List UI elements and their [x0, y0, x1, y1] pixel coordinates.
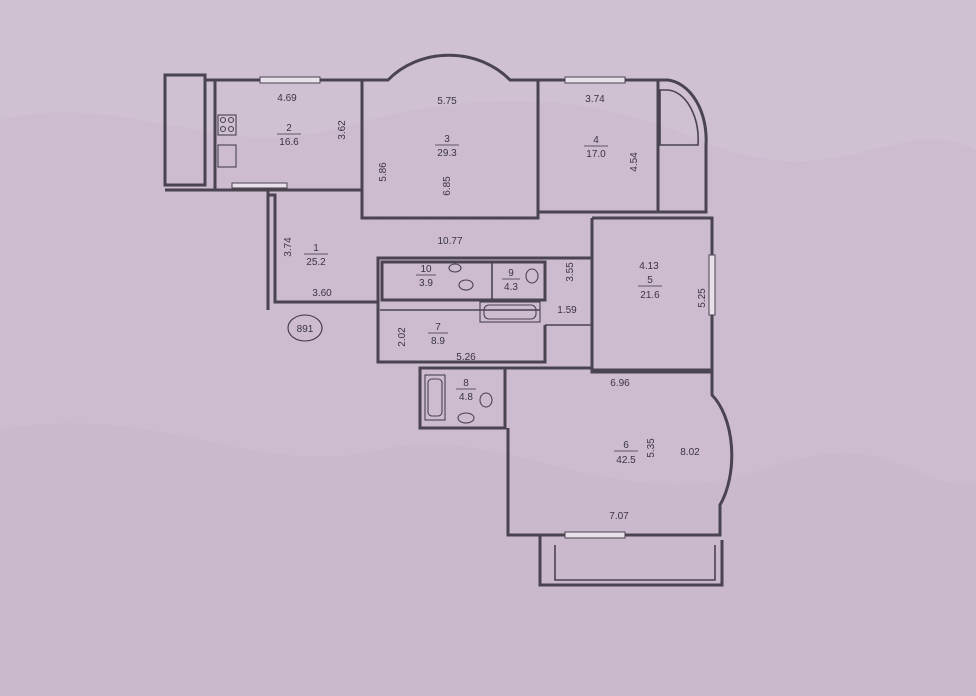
- dim-room4-width: 3.74: [585, 94, 605, 105]
- dim-corridor-height: 3.55: [565, 262, 576, 282]
- room-labels: 1 25.2 2 16.6 3 29.3 4 17.0 5 21.6 6 42.…: [277, 123, 662, 466]
- room-1-area: 25.2: [306, 257, 326, 268]
- room-1-walls: [268, 193, 592, 304]
- room-6-number: 6: [623, 440, 629, 451]
- toilet-icon-2: [479, 392, 493, 408]
- balcony-lower: [538, 535, 724, 587]
- dim-room4-height: 4.54: [629, 152, 640, 172]
- stove-icon: [217, 114, 237, 136]
- room-3-area: 29.3: [437, 148, 457, 159]
- room-10-area: 3.9: [419, 278, 433, 289]
- room-8-number: 8: [463, 378, 469, 389]
- dim-room3-width: 5.75: [437, 96, 457, 107]
- dim-room3-height-a: 5.86: [378, 162, 389, 182]
- dim-room2-height: 3.62: [337, 120, 348, 140]
- room-7-area: 8.9: [431, 336, 445, 347]
- room-4-area: 17.0: [586, 149, 606, 160]
- room-9-area: 4.3: [504, 282, 518, 293]
- dimension-labels: 4.69 3.62 5.75 5.86 6.85 3.74 4.54 10.77…: [277, 93, 708, 522]
- walls: [163, 53, 734, 587]
- fixtures: [217, 114, 541, 424]
- washbasin-icon-2: [457, 412, 475, 424]
- room-8-walls: [418, 366, 507, 430]
- dim-room6-right: 8.02: [680, 447, 700, 458]
- room-10-number: 10: [420, 264, 432, 275]
- room-7-walls: [376, 302, 547, 364]
- dim-room6-height: 5.35: [646, 438, 657, 458]
- dim-corridor-width: 1.59: [557, 305, 577, 316]
- washbasin-icon: [525, 268, 539, 284]
- sink-icon: [217, 144, 237, 168]
- room-5-number: 5: [647, 275, 653, 286]
- dim-room6-bottom: 7.07: [609, 511, 629, 522]
- dim-room7-width: 5.26: [456, 352, 476, 363]
- plan-stamp: [287, 314, 323, 342]
- room-6-walls: [505, 366, 734, 537]
- room-1-number: 1: [313, 243, 319, 254]
- dim-room3-height-b: 6.85: [442, 176, 453, 196]
- dim-room1-height: 3.74: [283, 237, 294, 257]
- room-3-walls: [360, 53, 540, 220]
- dim-room5-height: 5.25: [697, 288, 708, 308]
- room-9-10-walls: [380, 260, 547, 302]
- dim-room5-width: 4.13: [639, 261, 659, 272]
- room-9-number: 9: [508, 268, 514, 279]
- bathtub-icon: [479, 301, 541, 323]
- dim-room2-width: 4.69: [277, 93, 297, 104]
- windows: [231, 76, 716, 539]
- dim-room1-width: 3.60: [312, 288, 332, 299]
- room-2-area: 16.6: [279, 137, 299, 148]
- toilet-icon: [458, 279, 474, 291]
- room-2-number: 2: [286, 123, 292, 134]
- plan-stamp-text: 891: [297, 324, 314, 335]
- dim-room6-top: 6.96: [610, 378, 630, 389]
- dim-hall-length: 10.77: [437, 236, 462, 247]
- room-8-area: 4.8: [459, 392, 473, 403]
- room-6-area: 42.5: [616, 455, 636, 466]
- dim-room7-height: 2.02: [397, 327, 408, 347]
- room-5-walls: [590, 216, 714, 372]
- room-7-number: 7: [435, 322, 441, 333]
- room-5-area: 21.6: [640, 290, 660, 301]
- bathtub-icon-2: [424, 374, 446, 421]
- balcony-left: [163, 73, 207, 187]
- room-3-number: 3: [444, 134, 450, 145]
- balcony-right-upper: [658, 78, 708, 214]
- room-4-number: 4: [593, 135, 599, 146]
